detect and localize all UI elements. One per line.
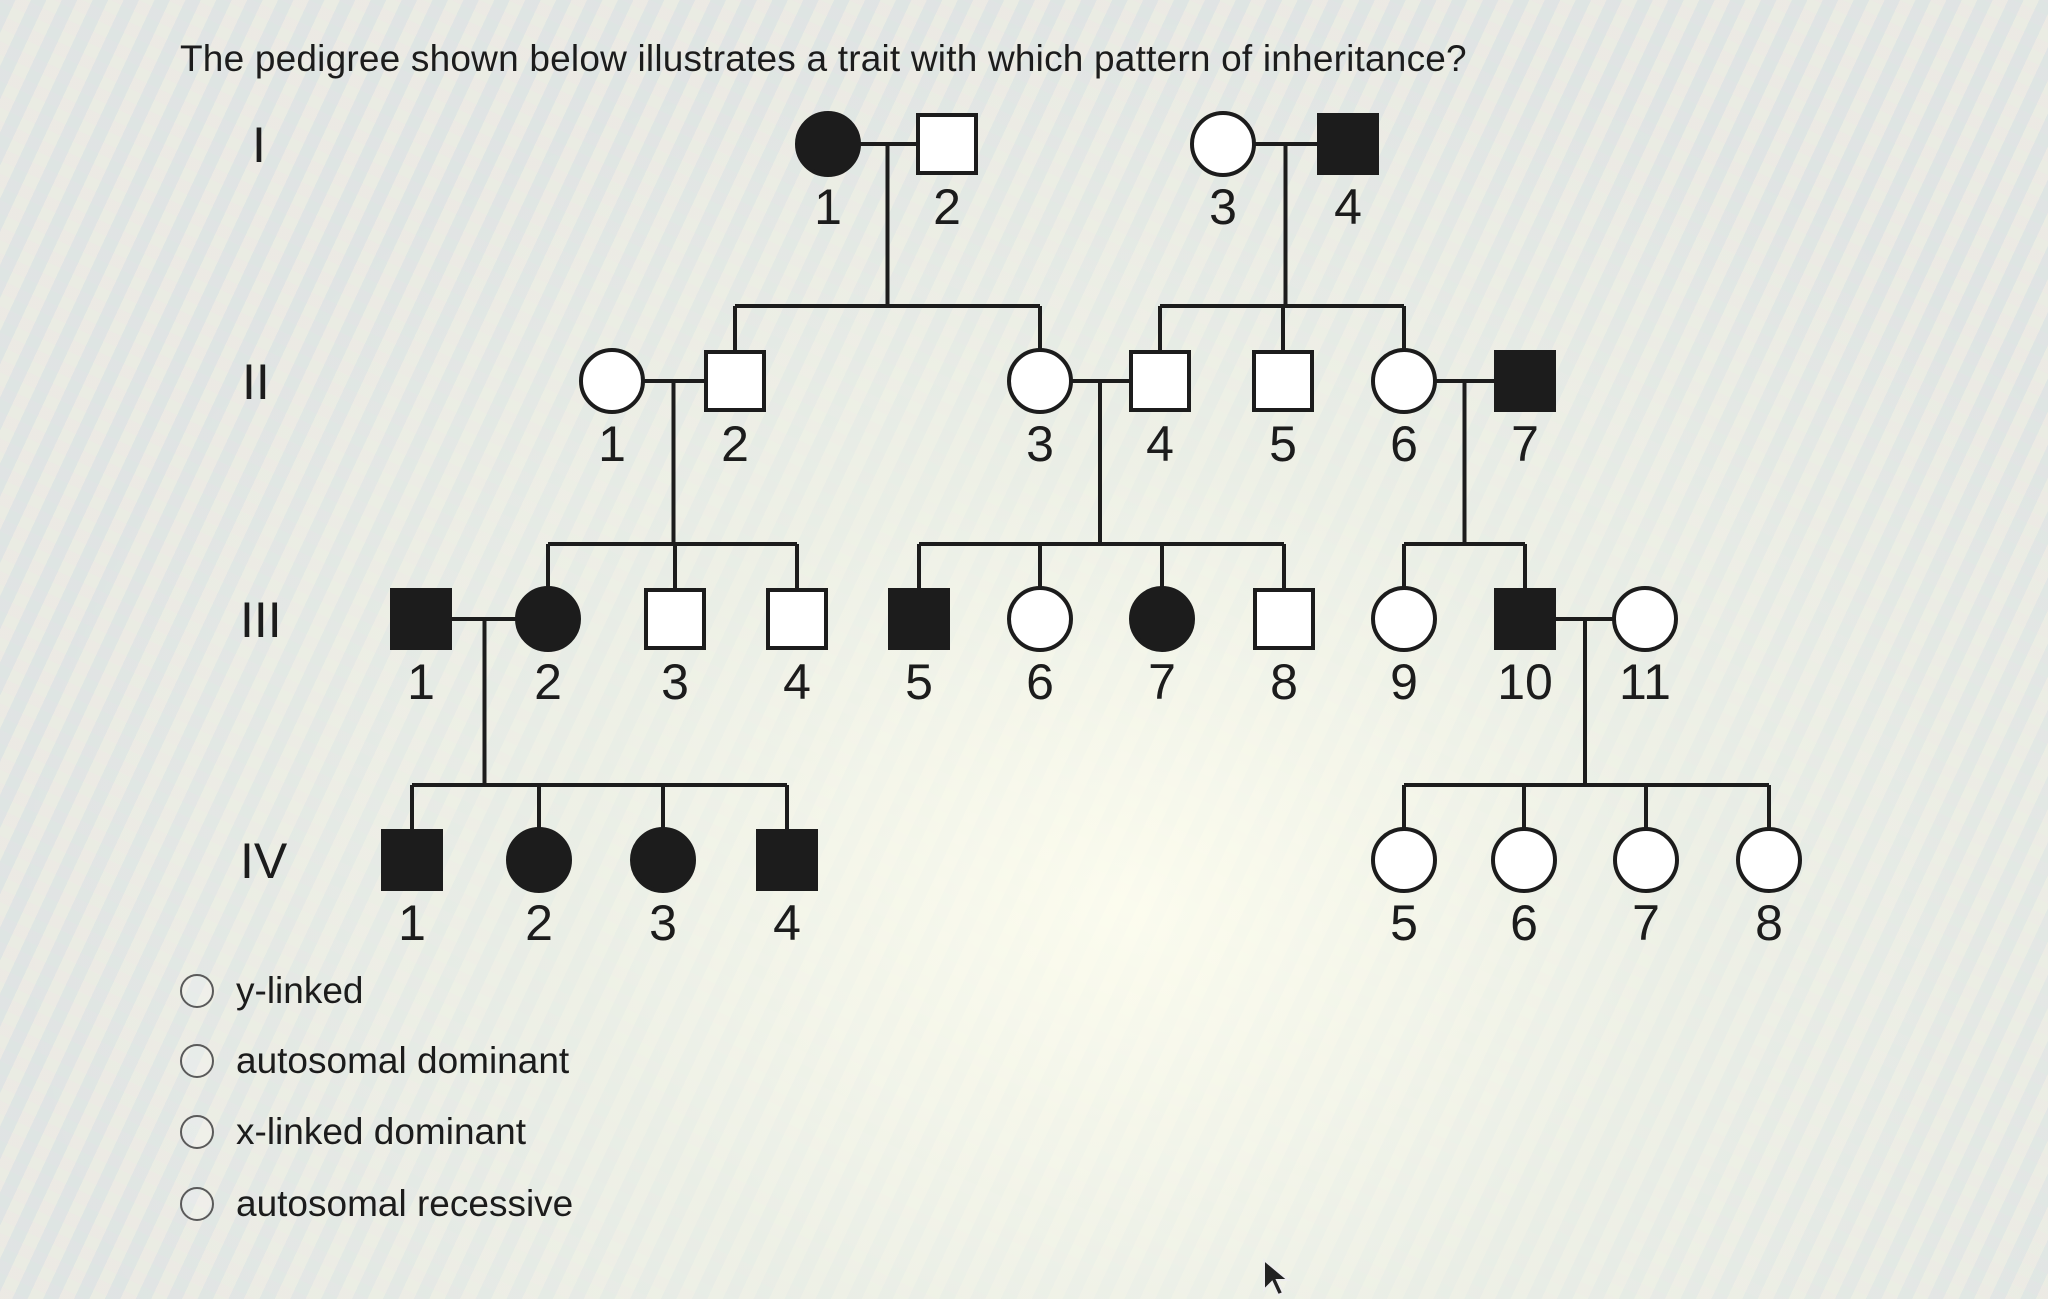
radio-button[interactable]	[180, 974, 214, 1008]
option-x-linked-dominant[interactable]: x-linked dominant	[180, 1111, 526, 1153]
individual-number: 3	[1209, 179, 1237, 235]
affected-male-III-10-square-icon	[1494, 588, 1556, 650]
unaffected-female-II-6-circle-icon	[1371, 348, 1437, 414]
individual-number: 1	[398, 895, 426, 950]
affected-male-IV-4-square-icon	[756, 829, 818, 891]
individual-number: 8	[1755, 895, 1783, 950]
individual-number: 6	[1510, 895, 1538, 950]
affected-male-IV-1-square-icon	[381, 829, 443, 891]
individual-number: 5	[1390, 895, 1418, 950]
unaffected-female-III-6-circle-icon	[1007, 586, 1073, 652]
unaffected-female-III-11-circle-icon	[1612, 586, 1678, 652]
generation-label-2: III	[240, 592, 282, 648]
individual-number: 3	[649, 895, 677, 950]
unaffected-female-II-3-circle-icon	[1007, 348, 1073, 414]
unaffected-male-I-2-square-icon	[916, 113, 978, 175]
individual-number: 4	[1146, 416, 1174, 472]
affected-male-III-1-square-icon	[390, 588, 452, 650]
individual-number: 7	[1148, 654, 1176, 710]
option-label: x-linked dominant	[236, 1111, 526, 1152]
unaffected-female-IV-7-circle-icon	[1613, 827, 1679, 893]
individual-number: 11	[1619, 654, 1671, 710]
affected-male-I-4-square-icon	[1317, 113, 1379, 175]
individual-number: 8	[1270, 654, 1298, 710]
option-label: y-linked	[236, 970, 364, 1011]
individual-number: 2	[933, 179, 961, 235]
unaffected-female-IV-5-circle-icon	[1371, 827, 1437, 893]
radio-button[interactable]	[180, 1044, 214, 1078]
question-text: The pedigree shown below illustrates a t…	[180, 38, 1467, 79]
generation-label-3: IV	[240, 833, 288, 889]
affected-female-III-7-circle-icon	[1129, 586, 1195, 652]
radio-button[interactable]	[180, 1187, 214, 1221]
individual-number: 3	[1026, 416, 1054, 472]
individual-number: 4	[783, 654, 811, 710]
unaffected-male-II-4-square-icon	[1129, 350, 1191, 412]
unaffected-female-I-3-circle-icon	[1190, 111, 1256, 177]
individual-number: 7	[1511, 416, 1539, 472]
unaffected-male-II-5-square-icon	[1252, 350, 1314, 412]
radio-button[interactable]	[180, 1115, 214, 1149]
individual-number: 6	[1026, 654, 1054, 710]
individual-number: 1	[407, 654, 435, 710]
unaffected-male-III-8-square-icon	[1253, 588, 1315, 650]
mouse-cursor-icon	[1263, 1258, 1291, 1297]
affected-female-IV-2-circle-icon	[506, 827, 572, 893]
unaffected-female-III-9-circle-icon	[1371, 586, 1437, 652]
individual-number: 1	[814, 179, 842, 235]
generation-label-0: I	[252, 117, 266, 173]
option-label: autosomal recessive	[236, 1183, 574, 1224]
individual-number: 4	[773, 895, 801, 950]
affected-female-III-2-circle-icon	[515, 586, 581, 652]
unaffected-female-II-1-circle-icon	[579, 348, 645, 414]
individual-number: 7	[1632, 895, 1660, 950]
individual-number: 5	[1269, 416, 1297, 472]
option-y-linked[interactable]: y-linked	[180, 970, 364, 1012]
individual-number: 2	[534, 654, 562, 710]
individual-number: 9	[1390, 654, 1418, 710]
option-label: autosomal dominant	[236, 1040, 570, 1081]
option-autosomal-recessive[interactable]: autosomal recessive	[180, 1183, 573, 1225]
generation-label-1: II	[242, 354, 270, 410]
option-autosomal-dominant[interactable]: autosomal dominant	[180, 1040, 569, 1082]
individual-number: 3	[661, 654, 689, 710]
individual-number: 2	[525, 895, 553, 950]
individual-number: 1	[598, 416, 626, 472]
unaffected-female-IV-8-circle-icon	[1736, 827, 1802, 893]
affected-male-II-7-square-icon	[1494, 350, 1556, 412]
individual-number: 6	[1390, 416, 1418, 472]
unaffected-male-II-2-square-icon	[704, 350, 766, 412]
unaffected-male-III-4-square-icon	[766, 588, 828, 650]
affected-female-IV-3-circle-icon	[630, 827, 696, 893]
unaffected-male-III-3-square-icon	[644, 588, 706, 650]
affected-male-III-5-square-icon	[888, 588, 950, 650]
individual-number: 4	[1334, 179, 1362, 235]
individual-number: 5	[905, 654, 933, 710]
individual-number: 10	[1497, 654, 1553, 710]
individual-number: 2	[721, 416, 749, 472]
unaffected-female-IV-6-circle-icon	[1491, 827, 1557, 893]
affected-female-I-1-circle-icon	[795, 111, 861, 177]
